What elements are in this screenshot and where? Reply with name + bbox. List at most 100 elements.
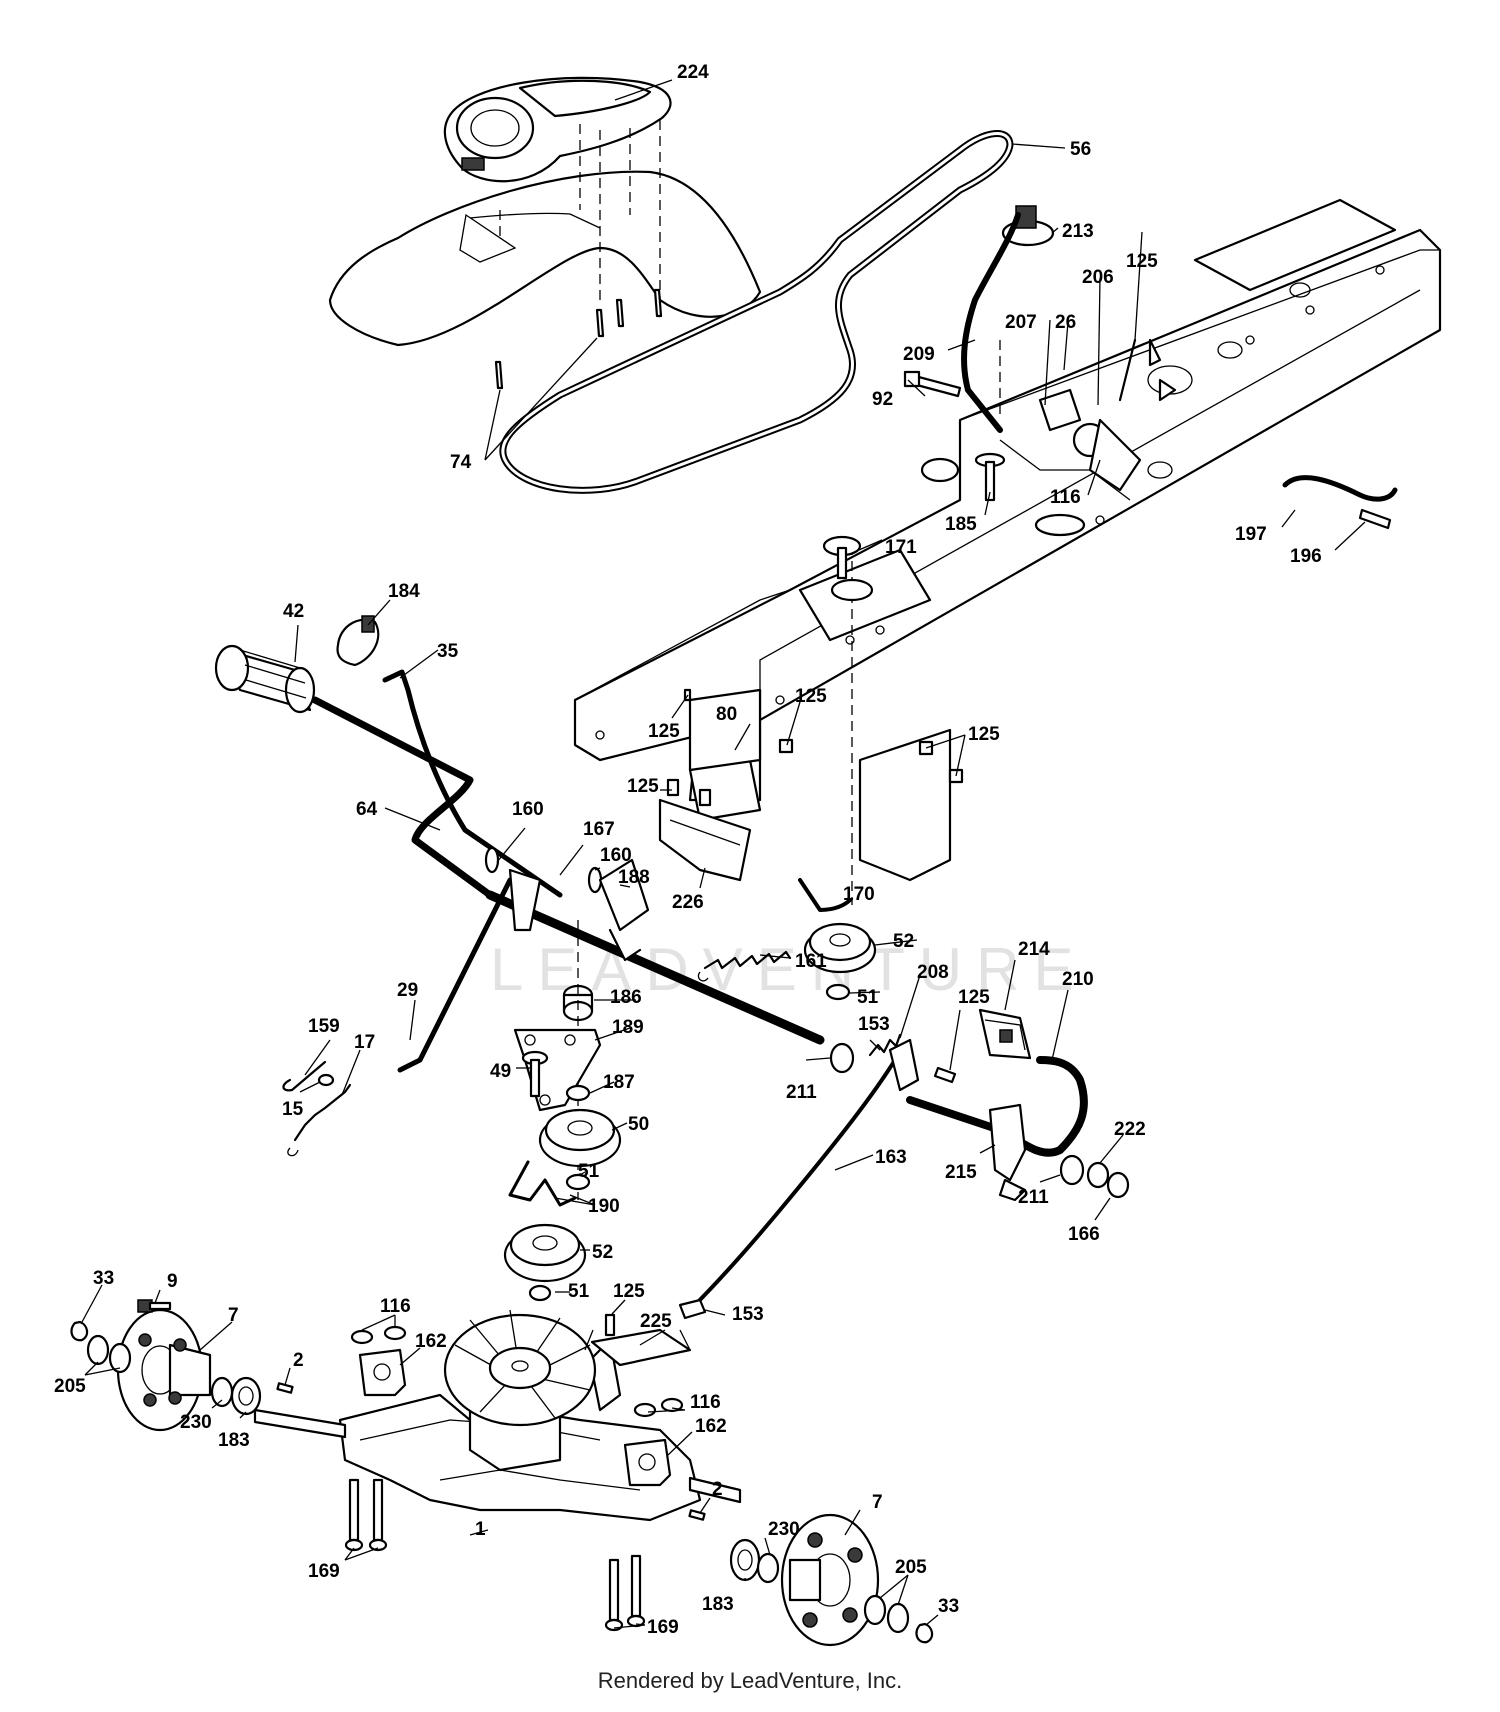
key-2-left-part xyxy=(276,1382,294,1394)
nut-116-upper-part xyxy=(350,1325,407,1345)
callout-42: 42 xyxy=(283,601,304,622)
bracket-162-lower-part xyxy=(623,1438,672,1487)
callout-2: 2 xyxy=(293,1350,304,1371)
callout-209: 209 xyxy=(903,344,935,365)
callout-51: 51 xyxy=(857,987,879,1008)
nut-116-lower-part xyxy=(633,1397,684,1418)
clip-33-left-part xyxy=(70,1320,89,1342)
bracket-208-part xyxy=(888,1038,920,1092)
axle-right-part xyxy=(688,1476,742,1504)
washer-222-part xyxy=(1086,1161,1110,1189)
callout-230: 230 xyxy=(180,1412,212,1433)
callout-187: 187 xyxy=(603,1072,635,1093)
callout-labels: 224 56 213 125 206 207 26 209 92 74 116 … xyxy=(54,62,1322,1638)
pedal-214-part xyxy=(978,1008,1032,1060)
callout-162: 162 xyxy=(415,1331,447,1352)
callout-35: 35 xyxy=(437,641,459,662)
callout-125: 125 xyxy=(627,776,659,797)
brake-rod-163-part xyxy=(678,1058,897,1320)
plate-225-part xyxy=(584,1328,692,1367)
callout-169: 169 xyxy=(647,1617,679,1638)
callout-161: 161 xyxy=(795,951,827,972)
callout-166: 166 xyxy=(1068,1224,1100,1245)
spring-161-part xyxy=(697,950,792,982)
bearing-183-left-part xyxy=(230,1376,262,1416)
grip-42-part xyxy=(214,644,316,714)
callout-214: 214 xyxy=(1018,939,1050,960)
pulley-50-part xyxy=(538,1108,622,1168)
callout-169: 169 xyxy=(308,1561,340,1582)
screw-74-group xyxy=(494,288,663,390)
callout-2: 2 xyxy=(712,1479,723,1500)
pulley-52-upper-part xyxy=(803,922,877,974)
footer-credit: Rendered by LeadVenture, Inc. xyxy=(597,1668,903,1693)
washer-230-right-part xyxy=(756,1552,780,1584)
washer-230-left-part xyxy=(210,1376,234,1408)
callout-160: 160 xyxy=(600,845,632,866)
callout-116: 116 xyxy=(1050,487,1081,508)
bolt-92-part xyxy=(903,370,962,398)
callout-167: 167 xyxy=(583,819,615,840)
rod-125-top-part xyxy=(1118,338,1137,402)
leader-lines xyxy=(81,79,1366,1629)
nut-51-middle-part xyxy=(565,1173,591,1191)
nut-51-upper-part xyxy=(825,983,851,1001)
shaft-197-part xyxy=(1282,475,1398,530)
callout-211: 211 xyxy=(1018,1187,1049,1208)
callout-171: 171 xyxy=(885,537,917,558)
washer-187-part xyxy=(565,1084,591,1102)
bushing-211-left-part xyxy=(829,1042,855,1074)
bearing-183-right-part xyxy=(729,1538,761,1582)
bracket-188-part xyxy=(598,858,650,962)
washer-15-part xyxy=(317,1073,335,1087)
shaft-64-part xyxy=(311,696,825,1045)
callout-213: 213 xyxy=(1062,221,1094,242)
callout-33: 33 xyxy=(938,1596,959,1617)
callout-51: 51 xyxy=(578,1161,600,1182)
hub-7-right-part xyxy=(780,1513,880,1647)
callout-33: 33 xyxy=(93,1268,114,1289)
callout-116: 116 xyxy=(690,1392,721,1413)
clip-33-right-part xyxy=(915,1622,934,1644)
callout-49: 49 xyxy=(490,1061,511,1082)
callout-80: 80 xyxy=(716,704,737,725)
callout-125: 125 xyxy=(648,721,680,742)
callout-197: 197 xyxy=(1235,524,1267,545)
console-224-part xyxy=(443,76,672,183)
callout-17: 17 xyxy=(354,1032,375,1053)
callout-188: 188 xyxy=(618,867,650,888)
callout-215: 215 xyxy=(945,1162,977,1183)
washer-205-left-group xyxy=(86,1334,132,1374)
callout-52: 52 xyxy=(893,931,914,952)
bolt-169-right-group xyxy=(604,1554,646,1632)
callout-9: 9 xyxy=(167,1271,178,1292)
callout-185: 185 xyxy=(945,514,977,535)
callout-189: 189 xyxy=(612,1017,644,1038)
callout-222: 222 xyxy=(1114,1119,1146,1140)
arm-29-part xyxy=(397,868,542,1073)
callout-163: 163 xyxy=(875,1147,907,1168)
bolt-49-part xyxy=(521,1050,549,1098)
key-2-right-part xyxy=(688,1509,706,1521)
callout-125: 125 xyxy=(795,686,827,707)
callout-125: 125 xyxy=(968,724,1000,745)
callout-64: 64 xyxy=(356,799,378,820)
bolt-125-pedal-part xyxy=(933,1066,957,1084)
bracket-226-part xyxy=(658,798,752,882)
spring-17-part xyxy=(287,1083,352,1157)
drive-belt-56-part xyxy=(499,130,1014,494)
callout-56: 56 xyxy=(1070,139,1091,160)
callout-208: 208 xyxy=(917,962,949,983)
callout-183: 183 xyxy=(218,1430,250,1451)
callout-7: 7 xyxy=(872,1492,883,1513)
callout-170: 170 xyxy=(843,884,875,905)
callout-116: 116 xyxy=(380,1296,411,1317)
bushing-211-right-part xyxy=(1059,1154,1085,1186)
callout-224: 224 xyxy=(677,62,709,83)
bolt-125-transaxle-part xyxy=(604,1313,616,1337)
callout-183: 183 xyxy=(702,1594,734,1615)
callout-125: 125 xyxy=(613,1281,645,1302)
callout-205: 205 xyxy=(895,1557,927,1578)
